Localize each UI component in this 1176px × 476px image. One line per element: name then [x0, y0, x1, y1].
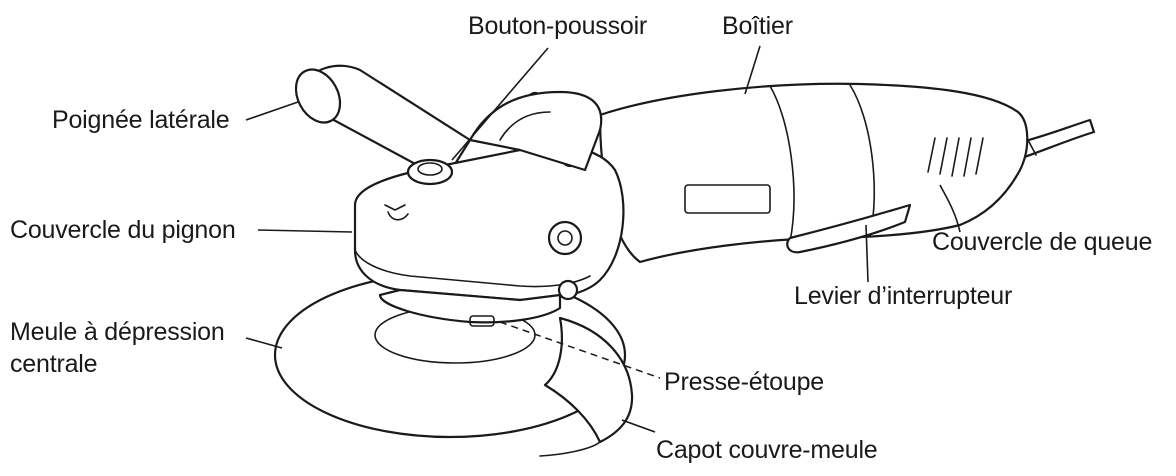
label-tail-cover: Couvercle de queue: [932, 228, 1153, 256]
leader-switch-lever: [865, 224, 869, 283]
label-side-handle: Poignée latérale: [52, 106, 230, 134]
leader-wheel-guard: [621, 419, 656, 433]
motor-housing: [598, 82, 1029, 264]
label-switch-lever: Levier d’interrupteur: [794, 282, 1013, 310]
label-gland: Presse-étoupe: [664, 368, 824, 396]
leader-gland: [499, 321, 661, 379]
leader-side-handle: [245, 101, 299, 121]
leader-housing: [744, 45, 761, 95]
label-gear-cover: Couvercle du pignon: [10, 216, 236, 244]
wheel-guard-shape: [539, 316, 634, 457]
label-wheel-guard: Capot couvre-meule: [656, 436, 878, 464]
switch-lever-shape: [786, 203, 912, 254]
gear-head-shape: [353, 90, 625, 327]
leader-wheel: [245, 337, 283, 349]
leader-gear-cover: [257, 229, 353, 233]
label-housing: Boîtier: [722, 12, 793, 40]
side-handle-shape: [294, 64, 472, 182]
power-cord: [1008, 118, 1096, 162]
leader-push-button: [451, 47, 549, 161]
label-push-button: Bouton-poussoir: [468, 12, 648, 40]
label-wheel-line1: Meule à dépression: [10, 318, 225, 346]
leader-lines: [245, 45, 961, 433]
label-wheel-line2: centrale: [10, 350, 98, 378]
leader-tail-cover: [939, 184, 961, 233]
